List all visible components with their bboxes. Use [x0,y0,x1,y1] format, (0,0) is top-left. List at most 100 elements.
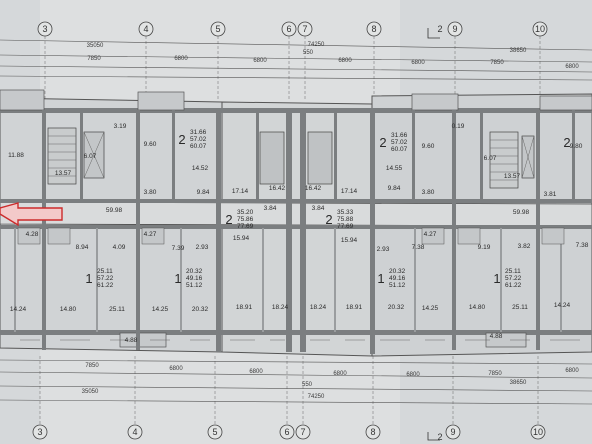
axis-bottom-label: 8 [370,427,375,437]
axis-bottom-10: 10 [530,356,546,440]
apartment-room-count: 1 [493,271,500,286]
apartment-area-line: 31.66 [391,132,408,139]
apartment-area-line: 57.22 [505,275,522,282]
room-area-label: 13.57 [55,170,72,177]
dimension-label: 38650 [510,48,527,54]
room-area-label: 14.80 [60,306,77,313]
direction-arrow [0,202,63,227]
room-area-label: 3.84 [312,205,325,212]
apartment-room-count: 2 [178,132,185,147]
dimension-lines-top [0,39,592,81]
axis-top-label: 6 [286,24,291,34]
apartment-room-count: 2 [563,135,570,150]
apartment-room-count: 1 [174,271,181,286]
room-area-label: 3.19 [114,123,127,130]
room-area-label: 9.84 [197,189,210,196]
room-area-label: 18.91 [346,304,363,311]
dimension-label: 7850 [488,371,502,377]
room-area-label: 14.80 [469,304,486,311]
room-area-label: 17.14 [341,188,358,195]
section-mark-top-label: 2 [437,24,442,34]
axis-top-label: 10 [535,24,545,34]
axis-bottom-label: 10 [533,427,543,437]
apartment-area-line: 31.66 [190,129,207,136]
room-area-label: 4.27 [424,231,437,238]
axis-top-4: 4 [138,21,154,100]
apartment-area-line: 61.22 [97,282,114,289]
apartment-area-line: 25.11 [505,268,521,275]
dimension-label: 6800 [338,58,352,64]
dimension-label: 6800 [253,58,267,64]
section-mark-bottom: 2 [427,432,443,442]
apartment-area-line: 57.02 [391,139,408,146]
apartment-label: 2 [563,135,570,150]
dimension-label: 7850 [490,60,504,66]
axis-bottom-label: 3 [37,427,42,437]
axis-top-10: 10 [532,21,548,100]
dimension-label: 6800 [565,368,579,374]
room-area-label: 7.39 [172,245,185,252]
dimension-label: 74250 [308,42,325,48]
axis-bottom-label: 9 [450,427,455,437]
dimension-label: 35050 [87,43,104,49]
apartment-room-count: 1 [377,271,384,286]
axis-top-8: 8 [366,21,382,100]
dimension-label: 6800 [406,372,420,378]
apartment-area-line: 20.32 [186,268,203,275]
axis-top-label: 9 [452,24,457,34]
room-area-label: 3.82 [518,243,531,250]
axis-top-label: 4 [143,24,148,34]
dimension-label: 550 [302,382,313,388]
dimension-label: 74250 [308,394,325,400]
apartment-area-line: 25.11 [97,268,113,275]
room-area-label: 2.93 [377,246,390,253]
section-mark-bottom-label: 2 [437,432,442,442]
dimension-label: 7850 [87,56,101,62]
dimension-label: 550 [303,50,314,56]
apartment-area-line: 51.12 [389,282,406,289]
room-area-label: 4.28 [26,231,39,238]
room-area-label: 4.27 [144,231,157,238]
room-area-label: 6.07 [84,153,97,160]
apartment-area-line: 60.07 [391,146,408,153]
apartment-area-line: 20.32 [389,268,406,275]
room-area-label: 25.11 [512,304,528,311]
room-area-label: 15.94 [341,237,358,244]
axis-bottom-5: 5 [207,356,223,440]
room-area-label: 4.88 [490,333,503,340]
apartment-area-line: 61.22 [505,282,522,289]
apartment-area-line: 35.33 [337,209,354,216]
axis-bottom-label: 6 [284,427,289,437]
dimension-lines-bottom [0,359,592,405]
room-area-label: 3.80 [422,189,435,196]
room-area-label: 4.09 [113,244,126,251]
apartment-area-line: 35.20 [237,209,254,216]
axis-top-7: 7 [297,21,313,100]
room-area-label: 14.55 [386,165,403,172]
room-area-label: 14.24 [10,306,27,313]
room-area-label: 15.94 [233,235,250,242]
room-area-label: 3.84 [264,205,277,212]
axis-bottom-8: 8 [365,356,381,440]
room-area-label: 16.42 [305,185,322,192]
dimension-label: 7850 [85,363,99,369]
room-area-label: 4.88 [125,337,138,344]
dimension-label: 6800 [174,56,188,62]
room-area-label: 3.81 [544,191,557,198]
dimension-label: 38650 [510,380,527,386]
axis-bottom-3: 3 [32,356,48,440]
room-area-label: 20.32 [192,306,209,313]
apartment-area-line: 77.69 [337,223,354,230]
dimension-label: 35050 [82,389,99,395]
